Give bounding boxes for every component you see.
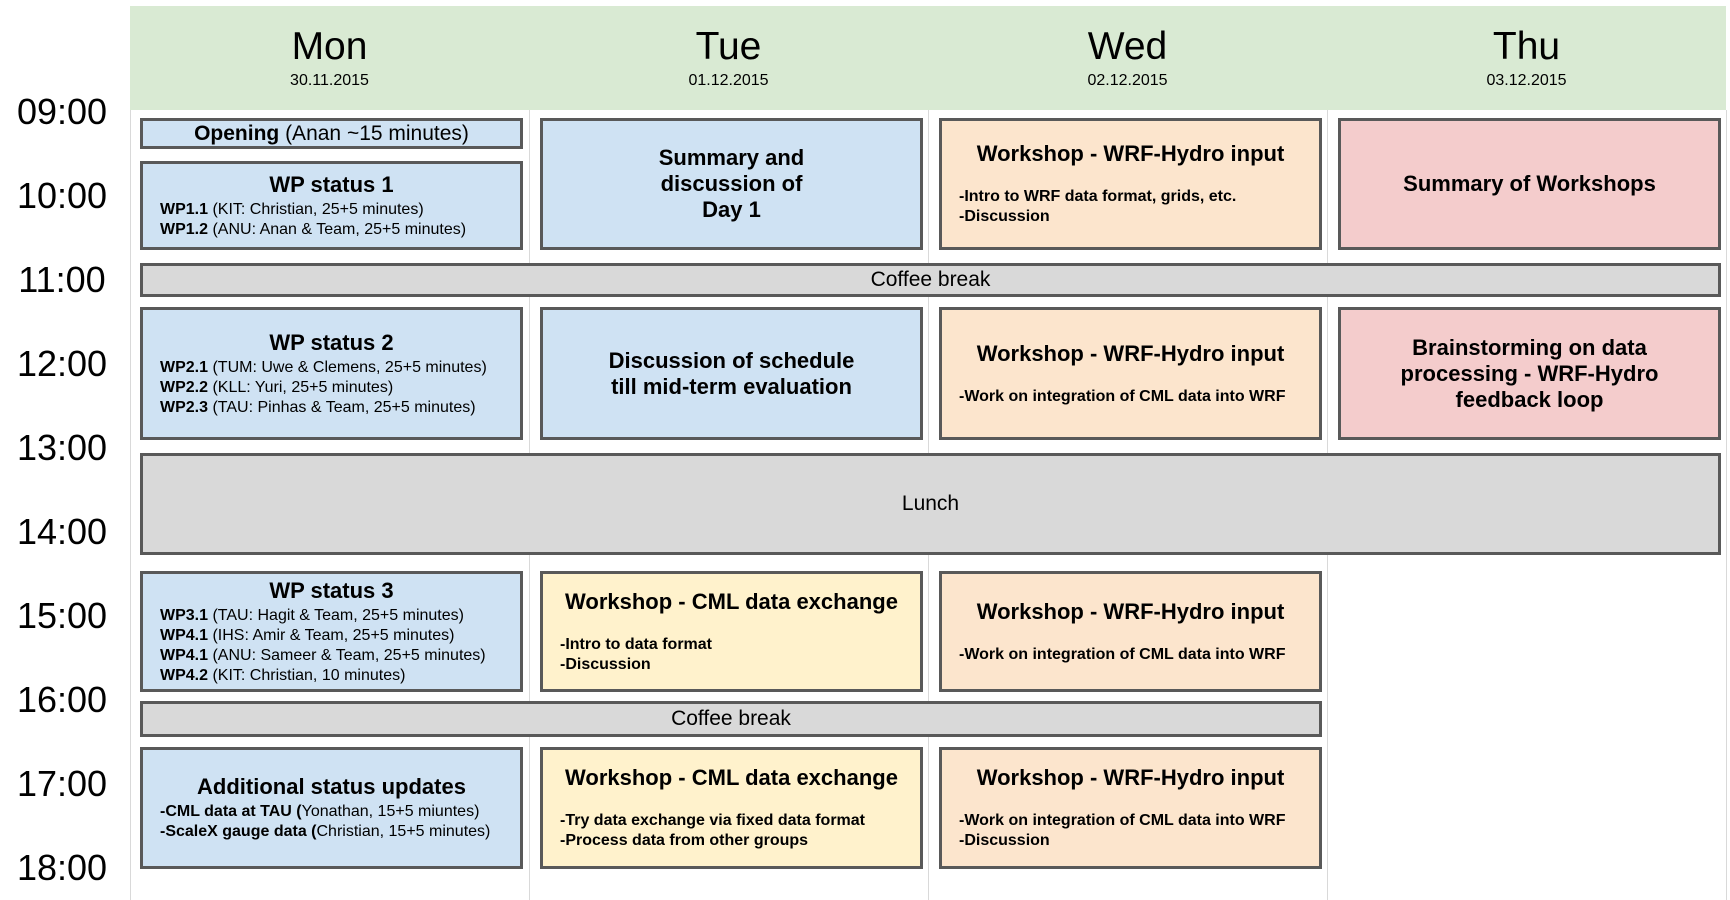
event-title: Lunch <box>901 492 960 515</box>
event-title: Workshop - CML data exchange <box>565 765 898 790</box>
event-title: Summary and discussion of Day 1 <box>658 145 805 222</box>
event-wp-status-3[interactable]: WP status 3 WP3.1 (TAU: Hagit & Team, 25… <box>140 571 523 692</box>
day-header-mon: Mon 30.11.2015 <box>130 24 529 91</box>
event-workshop-cml-1[interactable]: Workshop - CML data exchange -Intro to d… <box>540 571 923 692</box>
time-label: 16:00 <box>16 679 108 720</box>
event-title: Coffee break <box>671 707 791 730</box>
day-date: 01.12.2015 <box>688 72 769 89</box>
day-name: Tue <box>695 25 762 68</box>
day-header-wed: Wed 02.12.2015 <box>928 24 1327 91</box>
event-title: WP status 1 <box>269 171 394 197</box>
event-title: Discussion of schedule till mid-term eva… <box>608 347 855 399</box>
event-title: Workshop - WRF-Hydro input <box>976 141 1285 166</box>
event-workshop-cml-2[interactable]: Workshop - CML data exchange -Try data e… <box>540 747 923 869</box>
event-workshop-wrf-2[interactable]: Workshop - WRF-Hydro input -Work on inte… <box>939 307 1322 440</box>
event-details: WP2.1 (TUM: Uwe & Clemens, 25+5 minutes)… <box>160 358 487 416</box>
time-label: 14:00 <box>16 511 108 552</box>
event-title: Workshop - WRF-Hydro input <box>976 765 1285 790</box>
day-date: 02.12.2015 <box>1087 72 1168 89</box>
event-details: WP1.1 (KIT: Christian, 25+5 minutes) WP1… <box>160 200 467 238</box>
event-workshop-wrf-4[interactable]: Workshop - WRF-Hydro input -Work on inte… <box>939 747 1322 869</box>
event-details: -Work on integration of CML data into WR… <box>959 387 1286 405</box>
day-date: 30.11.2015 <box>290 72 369 89</box>
event-title: WP status 3 <box>269 577 394 603</box>
event-title: Workshop - WRF-Hydro input <box>976 340 1285 366</box>
event-title: Summary of Workshops <box>1403 171 1656 196</box>
event-wp-status-2[interactable]: WP status 2 WP2.1 (TUM: Uwe & Clemens, 2… <box>140 307 523 440</box>
day-name: Wed <box>1087 25 1168 68</box>
event-opening[interactable]: Opening (Anan ~15 minutes) <box>140 118 523 149</box>
time-label: 10:00 <box>16 175 108 216</box>
day-header-tue: Tue 01.12.2015 <box>529 24 928 91</box>
day-header-thu: Thu 03.12.2015 <box>1327 24 1726 91</box>
time-label: 09:00 <box>16 91 108 132</box>
event-title: Workshop - WRF-Hydro input <box>976 598 1285 624</box>
event-lunch[interactable]: Lunch <box>140 453 1721 555</box>
event-details: -Intro to data format -Discussion <box>560 635 712 673</box>
event-title: Additional status updates <box>197 774 466 799</box>
event-title: Brainstorming on data processing - WRF-H… <box>1400 334 1659 412</box>
time-label: 13:00 <box>16 427 108 468</box>
event-title: Opening (Anan ~15 minutes) <box>194 121 469 145</box>
time-label: 17:00 <box>16 763 108 804</box>
event-discussion-schedule[interactable]: Discussion of schedule till mid-term eva… <box>540 307 923 440</box>
column-divider <box>130 110 131 900</box>
event-wp-status-1[interactable]: WP status 1 WP1.1 (KIT: Christian, 25+5 … <box>140 161 523 250</box>
event-details: WP3.1 (TAU: Hagit & Team, 25+5 minutes) … <box>160 606 486 684</box>
event-workshop-wrf-1[interactable]: Workshop - WRF-Hydro input -Intro to WRF… <box>939 118 1322 250</box>
time-label: 18:00 <box>16 847 108 888</box>
event-summary-day-1[interactable]: Summary and discussion of Day 1 <box>540 118 923 250</box>
event-details: -Work on integration of CML data into WR… <box>959 812 1286 849</box>
event-coffee-break-morning[interactable]: Coffee break <box>140 263 1721 297</box>
event-title: WP status 2 <box>269 329 394 355</box>
day-name: Thu <box>1492 25 1561 68</box>
event-brainstorming[interactable]: Brainstorming on data processing - WRF-H… <box>1338 307 1721 440</box>
day-name: Mon <box>291 25 368 68</box>
day-header-bar <box>130 6 1726 110</box>
event-additional-status-updates[interactable]: Additional status updates -CML data at T… <box>140 747 523 869</box>
event-details: -Intro to WRF data format, grids, etc. -… <box>959 188 1237 225</box>
event-coffee-break-afternoon[interactable]: Coffee break <box>140 701 1322 737</box>
event-title: Coffee break <box>870 268 991 291</box>
event-workshop-wrf-3[interactable]: Workshop - WRF-Hydro input -Work on inte… <box>939 571 1322 692</box>
time-label: 15:00 <box>16 595 108 636</box>
time-label: 12:00 <box>16 343 108 384</box>
event-summary-workshops[interactable]: Summary of Workshops <box>1338 118 1721 250</box>
event-details: -CML data at TAU (Yonathan, 15+5 miuntes… <box>160 803 491 840</box>
event-details: -Try data exchange via fixed data format… <box>560 812 865 849</box>
column-divider <box>1726 110 1727 900</box>
time-label: 11:00 <box>18 259 106 300</box>
day-date: 03.12.2015 <box>1486 72 1567 89</box>
event-details: -Work on integration of CML data into WR… <box>959 645 1286 663</box>
event-title: Workshop - CML data exchange <box>565 588 898 614</box>
